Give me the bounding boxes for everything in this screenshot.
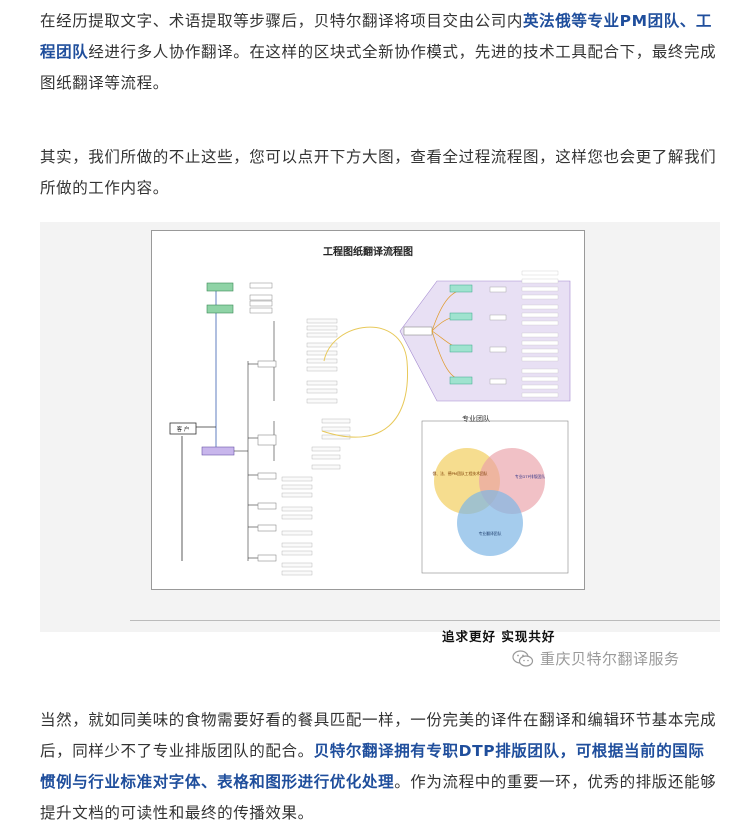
slogan: 追求更好 实现共好 [442, 629, 556, 644]
figure-divider [130, 620, 720, 621]
paragraph-collaboration: 在经历提取文字、术语提取等步骤后，贝特尔翻译将项目交由公司内英法俄等专业PM团队… [40, 6, 720, 99]
venn-circle-c [457, 490, 523, 556]
p1-highlight: 英法俄等专业PM团队、工程团队 [40, 12, 713, 61]
flowchart-title: 工程图纸翻译流程图 [323, 247, 413, 258]
p3-text-2: 。作为流程中的重要一环，优秀的排版还能够提升文档的可读性和最终的传播效果。 [40, 773, 717, 822]
p3-highlight: 贝特尔翻译拥有专职DTP排版团队，可根据当前的国际惯例与行业标准对字体、表格和图… [40, 742, 705, 791]
p1-text-1: 在经历提取文字、术语提取等步骤后，贝特尔翻译将项目交由公司内 [40, 12, 524, 30]
wechat-icon [512, 649, 534, 667]
p2-text: 其实，我们所做的不止这些，您可以点开下方大图，查看全过程流程图，这样您也会更了解… [40, 148, 717, 197]
venn-label-c: 专业翻译团队 [479, 531, 502, 536]
paragraph-dtp: 当然，就如同美味的食物需要好看的餐具匹配一样，一份完美的译件在翻译和编辑环节基本… [40, 705, 720, 829]
flowchart-diagram: 客 户 [169, 270, 571, 576]
flow-node [206, 282, 234, 292]
flowchart-figure[interactable]: 工程图纸翻译流程图 客 户 [40, 222, 720, 632]
customer-node [169, 422, 197, 435]
venn-label-a: 俄、法、德PM团队工程技术团队 [433, 471, 488, 476]
paragraph-flowchart-intro: 其实，我们所做的不止这些，您可以点开下方大图，查看全过程流程图，这样您也会更了解… [40, 142, 720, 204]
customer-label: 客 户 [177, 425, 190, 433]
wechat-watermark: 重庆贝特尔翻译服务 [512, 648, 680, 669]
flow-node [201, 446, 235, 456]
p3-text-1: 当然，就如同美味的食物需要好看的餐具匹配一样，一份完美的译件在翻译和编辑环节基本… [40, 711, 717, 760]
flow-node [206, 304, 234, 314]
venn-title: 专业团队 [462, 415, 490, 423]
venn-label-b: 专业DTP排版团队 [515, 474, 546, 479]
wechat-account-name: 重庆贝特尔翻译服务 [540, 650, 680, 668]
flowchart-image[interactable]: 工程图纸翻译流程图 客 户 [151, 230, 585, 590]
p1-text-2: 经进行多人协作翻译。在这样的区块式全新协作模式，先进的技术工具配合下，最终完成图… [40, 43, 717, 92]
